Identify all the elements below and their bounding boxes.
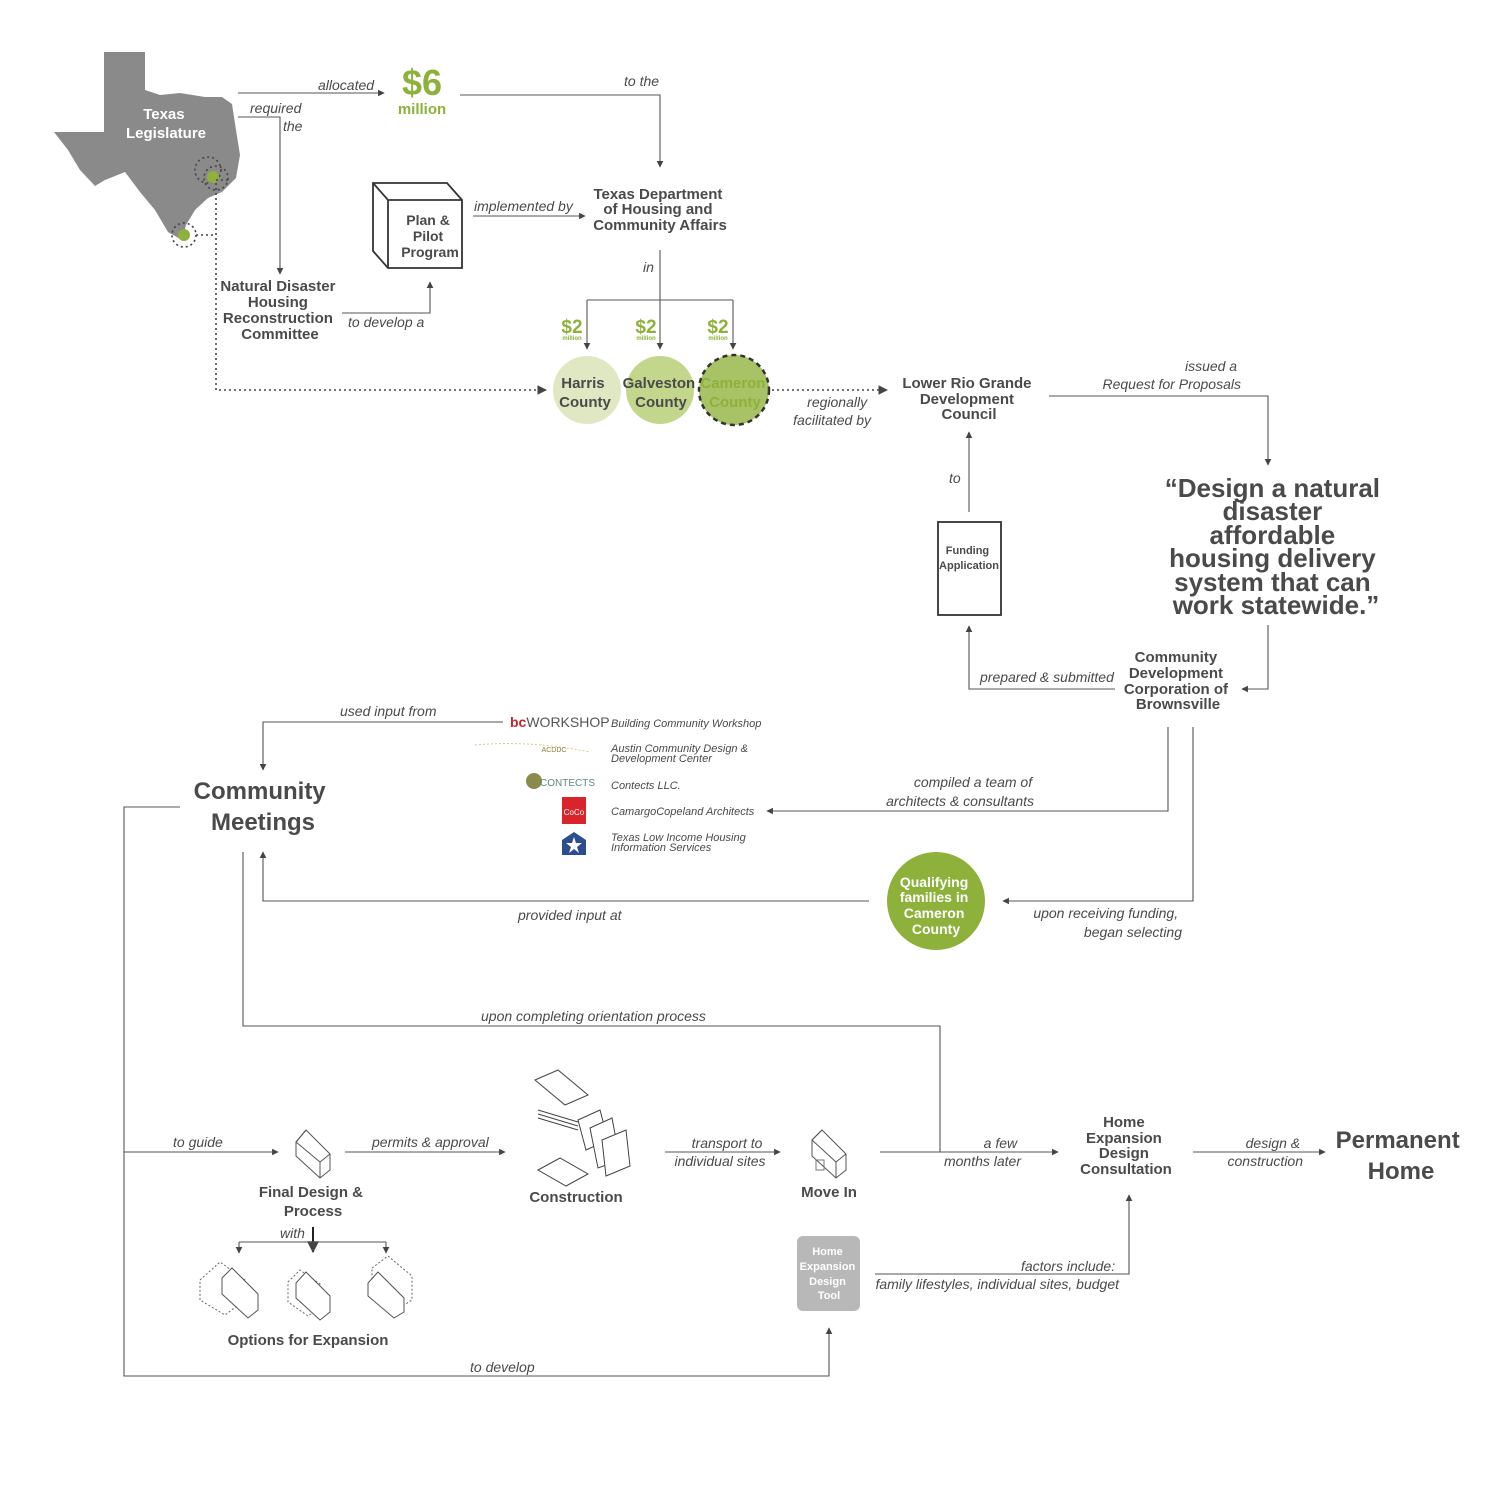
prepared-arrow — [965, 625, 1115, 690]
coco-logo-text: CoCo — [564, 808, 585, 817]
plan-pilot-label: Plan & Pilot Program — [401, 212, 459, 260]
design-tool-box — [797, 1236, 860, 1311]
move-in-label: Move In — [801, 1184, 857, 1201]
construction-exploded-icon — [534, 1069, 631, 1187]
harris-amount-unit: million — [562, 336, 582, 342]
rfp-arrow — [1049, 395, 1272, 466]
option-2-icon — [287, 1269, 331, 1321]
to-label: to — [949, 470, 961, 486]
plan-cube-icon — [372, 182, 463, 269]
design-tool-label: Home Expansion Design Tool — [800, 1246, 859, 1302]
final-design-label: Final Design & Process — [259, 1184, 367, 1220]
cameron-county-label: Cameron County — [700, 375, 769, 411]
in-label: in — [643, 259, 654, 275]
options-for-expansion-label: Options for Expansion — [228, 1332, 389, 1349]
funding-application-doc — [937, 521, 1002, 616]
option-1-icon — [199, 1261, 259, 1319]
qualifying-families-circle — [887, 852, 985, 950]
orientation-label: upon completing orientation process — [481, 1008, 706, 1024]
provided-input-label: provided input at — [517, 907, 623, 923]
map-to-counties-connector — [215, 179, 547, 395]
harris-county-label: Harris County — [559, 375, 611, 411]
to-develop-connector — [123, 806, 833, 1377]
tlihis-star-icon — [562, 832, 586, 855]
few-months-label: a few months later — [944, 1135, 1022, 1169]
option-3-icon — [367, 1255, 413, 1319]
transport-label: transport to individual sites — [674, 1135, 766, 1169]
coco-logo — [562, 797, 586, 824]
harris-amount: $2 — [561, 317, 582, 338]
six-million-unit: million — [398, 101, 446, 118]
used-input-label: used input from — [340, 703, 437, 719]
to-guide-label: to guide — [173, 1134, 223, 1150]
move-in-house-icon — [811, 1129, 847, 1179]
tdhca-label: Texas Department of Housing and Communit… — [593, 186, 727, 234]
used-input-arrow — [259, 721, 503, 771]
began-selecting-arrow — [1002, 727, 1194, 905]
compiled-team-label: compiled a team of architects & consulta… — [886, 774, 1036, 809]
contects-logo-mark — [526, 773, 542, 789]
compiled-team-arrow — [766, 727, 1169, 815]
to-the-label: to the — [624, 73, 659, 89]
texas-legislature-label: Texas Legislature — [126, 106, 206, 142]
qualifying-families-label: Qualifying families in Cameron County — [900, 874, 972, 937]
acddc-logo: ACDDC — [474, 743, 591, 754]
member-tlihis: Texas Low Income Housing Information Ser… — [611, 832, 749, 854]
galveston-amount-unit: million — [636, 336, 656, 342]
texas-map — [54, 52, 240, 240]
prepared-submitted-label: prepared & submitted — [979, 669, 1115, 685]
galveston-marker — [203, 165, 229, 191]
brownsville-dot — [178, 229, 190, 241]
develop-plan-arrow — [342, 281, 434, 314]
to-develop-label: to develop — [470, 1359, 535, 1375]
member-contects: Contects LLC. — [611, 780, 681, 792]
funding-application-label: Funding Application — [939, 545, 999, 572]
galveston-amount: $2 — [635, 317, 656, 338]
community-meetings-title: Community Meetings — [194, 778, 333, 836]
required-label: required — [250, 100, 303, 116]
galveston-county-label: Galveston County — [623, 375, 700, 411]
galveston-dot — [207, 171, 219, 183]
consultation-label: Home Expansion Design Consultation — [1080, 1114, 1172, 1178]
permanent-home-title: Permanent Home — [1336, 1127, 1467, 1185]
contects-logo: CONTECTS — [540, 778, 595, 789]
construction-label: Construction — [529, 1189, 622, 1206]
final-design-house-icon — [295, 1129, 331, 1179]
factors-arrow — [875, 1194, 1133, 1275]
committee-label: Natural Disaster Housing Reconstruction … — [220, 278, 339, 343]
member-bcworkshop: Building Community Workshop — [611, 718, 761, 730]
galveston-county-circle — [626, 356, 694, 424]
upon-receiving-funding-label: upon receiving funding, began selecting — [1033, 905, 1182, 940]
cdcb-label: Community Development Corporation of Bro… — [1124, 649, 1232, 713]
svg-text:ACDDC: ACDDC — [542, 747, 567, 754]
cameron-amount: $2 — [707, 317, 728, 338]
implemented-by-label: implemented by — [474, 198, 574, 214]
factors-label: factors include: family lifestyles, indi… — [875, 1258, 1120, 1292]
cameron-amount-unit: million — [708, 336, 728, 342]
member-acddc: Austin Community Design & Development Ce… — [610, 743, 751, 765]
allocated-label: allocated — [318, 77, 375, 93]
the-label: the — [283, 118, 303, 134]
lrgdc-label: Lower Rio Grande Development Council — [902, 375, 1035, 423]
rfp-quote: “Design a natural disaster affordable ho… — [1165, 473, 1388, 620]
orientation-connector — [242, 852, 941, 1152]
harris-county-circle — [553, 356, 621, 424]
permits-approval-label: permits & approval — [371, 1134, 490, 1150]
member-camargocopeland: CamargoCopeland Architects — [611, 806, 755, 818]
to-tdhca-arrow — [460, 94, 664, 168]
houston-marker — [194, 156, 222, 184]
to-develop-a-label: to develop a — [348, 314, 424, 330]
design-construction-label: design & construction — [1228, 1135, 1304, 1169]
provided-input-arrow — [259, 851, 869, 902]
with-label: with — [280, 1225, 305, 1241]
required-arrow — [238, 116, 284, 275]
bc-workshop-logo: bcWORKSHOP — [510, 714, 610, 730]
cameron-county-circle — [697, 353, 771, 427]
six-million-amount: $6 — [402, 62, 442, 103]
issued-rfp-label: issued a Request for Proposals — [1102, 358, 1241, 392]
quote-to-cdcb-arrow — [1241, 625, 1269, 693]
regionally-facilitated-label: regionally facilitated by — [793, 394, 872, 428]
